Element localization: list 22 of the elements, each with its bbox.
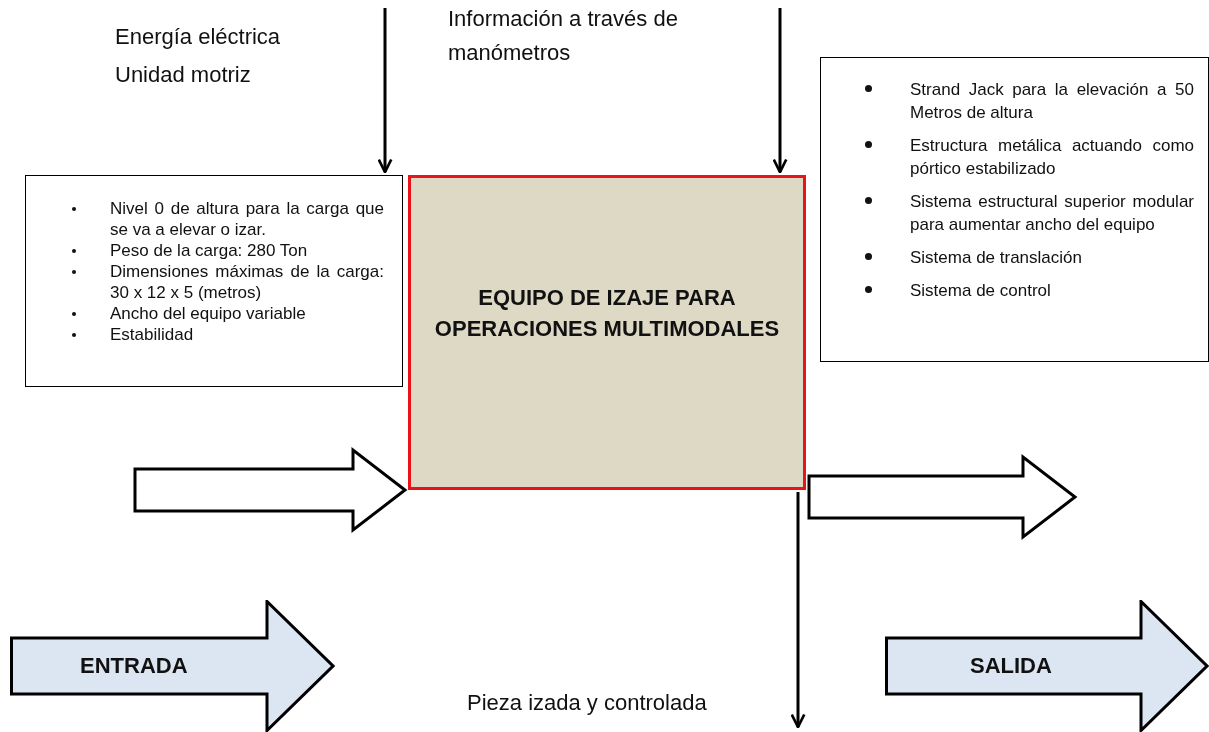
list-item: Sistema de control [910,280,1052,302]
label: Pieza izada y controlada [467,689,708,717]
list-item: Sistema estructural superior modular para aumentar ancho del equipo [910,191,1194,236]
list-item: Ancho del equipo variable [110,303,307,324]
list-item: Sistema de translación [910,247,1083,269]
arrow [772,8,788,174]
arrow [790,492,806,729]
block-arrow [807,453,1078,541]
list-item: Dimensiones máximas de la carga: 30 x 12 x 5 (metros) [110,261,384,303]
arrow [377,8,393,174]
list-item: Nivel 0 de altura para la carga que se va a elevar o izar. [110,198,384,240]
arrow-label: ENTRADA [80,653,188,679]
label: Información a través de manómetros [448,5,679,67]
arrow-label: SALIDA [970,653,1052,679]
label: Energía eléctrica [115,23,282,51]
list-item: Peso de la carga: 280 Ton [110,240,309,261]
block-arrow [133,446,408,534]
list-item: Estructura metálica actuando como pórtico estabilizado [910,135,1194,180]
list-item: Estabilidad [110,324,195,345]
box-title: EQUIPO DE IZAJE PARA OPERACIONES MULTIMODALES [433,283,781,343]
label: Unidad motriz [115,61,252,89]
list-item: Strand Jack para la elevación a 50 Metros de altura [910,79,1194,124]
